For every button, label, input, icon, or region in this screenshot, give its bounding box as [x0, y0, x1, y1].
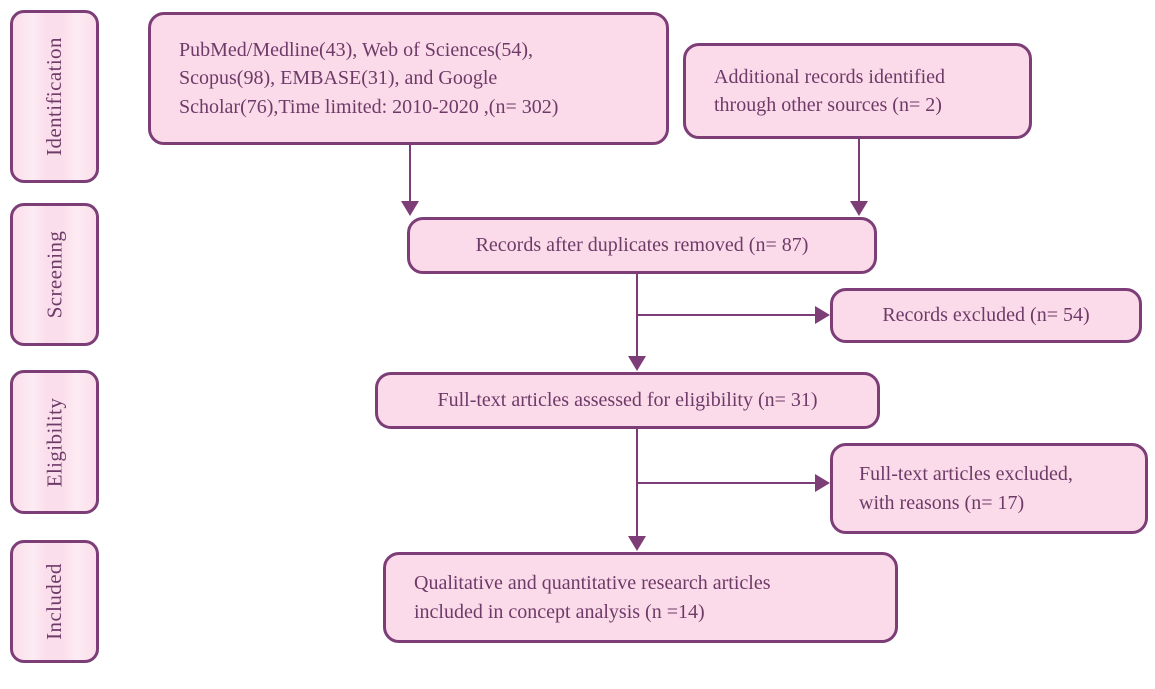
stage-screening-label: Screening	[42, 230, 67, 319]
box-fulltext-excluded-line1: Full-text articles excluded,	[859, 463, 1073, 486]
box-duplicates-removed-text: Records after duplicates removed (n= 87)	[475, 234, 809, 257]
box-duplicates-removed: Records after duplicates removed (n= 87)	[407, 217, 877, 274]
stage-included-label: Included	[41, 563, 66, 640]
stage-identification-label: Identification	[42, 37, 67, 156]
box-database-sources-line3: Scholar(76),Time limited: 2010-2020 ,(n=…	[179, 95, 559, 118]
box-included-articles-line1: Qualitative and quantitative research ar…	[414, 572, 771, 595]
arrow-sources-to-duplicates	[401, 145, 419, 216]
box-fulltext-excluded: Full-text articles excluded, with reason…	[830, 443, 1148, 534]
box-additional-records-line2: through other sources (n= 2)	[714, 94, 942, 116]
arrow-branch-records-excluded	[637, 306, 830, 324]
stage-eligibility: Eligibility	[10, 370, 99, 514]
stage-identification: Identification	[10, 10, 99, 183]
stage-screening: Screening	[10, 203, 99, 346]
box-records-excluded-text: Records excluded (n= 54)	[882, 304, 1090, 327]
box-fulltext-assessed: Full-text articles assessed for eligibil…	[375, 372, 880, 429]
box-included-articles-line2: included in concept analysis (n =14)	[414, 600, 705, 623]
box-fulltext-assessed-text: Full-text articles assessed for eligibil…	[437, 389, 818, 412]
box-additional-records: Additional records identified through ot…	[683, 43, 1032, 139]
box-included-articles: Qualitative and quantitative research ar…	[383, 552, 898, 643]
arrow-assessed-to-included	[628, 429, 646, 551]
box-database-sources-line1: PubMed/Medline(43), Web of Sciences(54),	[179, 38, 534, 61]
box-fulltext-excluded-line2: with reasons (n= 17)	[859, 491, 1025, 514]
stage-included: Included	[10, 540, 99, 663]
arrow-additional-to-duplicates	[850, 139, 868, 216]
box-database-sources: PubMed/Medline(43), Web of Sciences(54),…	[148, 12, 669, 145]
box-additional-records-line1: Additional records identified	[714, 65, 946, 88]
box-records-excluded: Records excluded (n= 54)	[830, 288, 1142, 343]
box-database-sources-line2: Scopus(98), EMBASE(31), and Google	[179, 67, 498, 90]
arrow-duplicates-to-assessed	[628, 274, 646, 371]
stage-eligibility-label: Eligibility	[42, 397, 67, 487]
arrow-branch-fulltext-excluded	[637, 474, 830, 492]
